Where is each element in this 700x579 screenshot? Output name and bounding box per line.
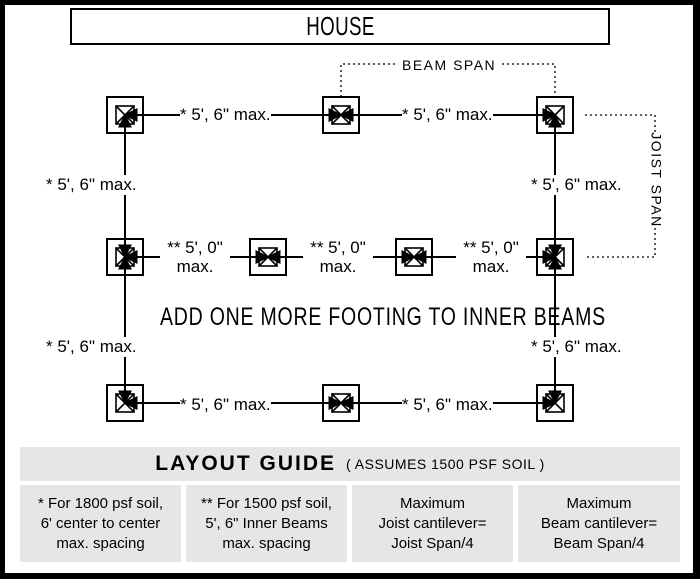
joist-span-bracket [585, 228, 656, 258]
layout-guide-header: LAYOUT GUIDE ( ASSUMES 1500 PSF SOIL ) [20, 447, 680, 481]
inner-spacing-label-2: ** 5', 0" max. [303, 238, 373, 276]
guide-note-joist-cantilever: Maximum Joist cantilever= Joist Span/4 [352, 485, 513, 562]
spacing-label-left-lower: * 5', 6" max. [46, 337, 137, 357]
beam-span-label: BEAM SPAN [402, 57, 497, 73]
joist-span-bracket [585, 114, 656, 132]
spacing-label-right-lower: * 5', 6" max. [531, 337, 622, 357]
guide-note-1500-psf: ** For 1500 psf soil, 5', 6" Inner Beams… [186, 485, 347, 562]
beam-span-bracket [340, 63, 395, 97]
inner-spacing-label-3: ** 5', 0" max. [456, 238, 526, 276]
spacing-label-left-upper: * 5', 6" max. [46, 175, 137, 195]
guide-note-1800-psf: * For 1800 psf soil, 6' center to center… [20, 485, 181, 562]
spacing-label-bottom-left: * 5', 6" max. [180, 395, 271, 415]
house-outline: HOUSE [70, 8, 610, 45]
guide-note-beam-cantilever: Maximum Beam cantilever= Beam Span/4 [518, 485, 680, 562]
spacing-label-right-upper: * 5', 6" max. [531, 175, 622, 195]
spacing-label-top-left: * 5', 6" max. [180, 105, 271, 125]
layout-guide-title: LAYOUT GUIDE [155, 452, 337, 475]
inner-spacing-label-1: ** 5', 0" max. [160, 238, 230, 276]
house-label: HOUSE [305, 11, 375, 41]
layout-guide-subtitle: ( ASSUMES 1500 PSF SOIL ) [346, 456, 545, 472]
joist-span-label: JOIST SPAN [648, 132, 665, 228]
spacing-label-top-right: * 5', 6" max. [402, 105, 493, 125]
beam-span-bracket [502, 63, 556, 97]
spacing-label-bottom-right: * 5', 6" max. [402, 395, 493, 415]
inner-beam-note: ADD ONE MORE FOOTING TO INNER BEAMS [160, 303, 606, 331]
